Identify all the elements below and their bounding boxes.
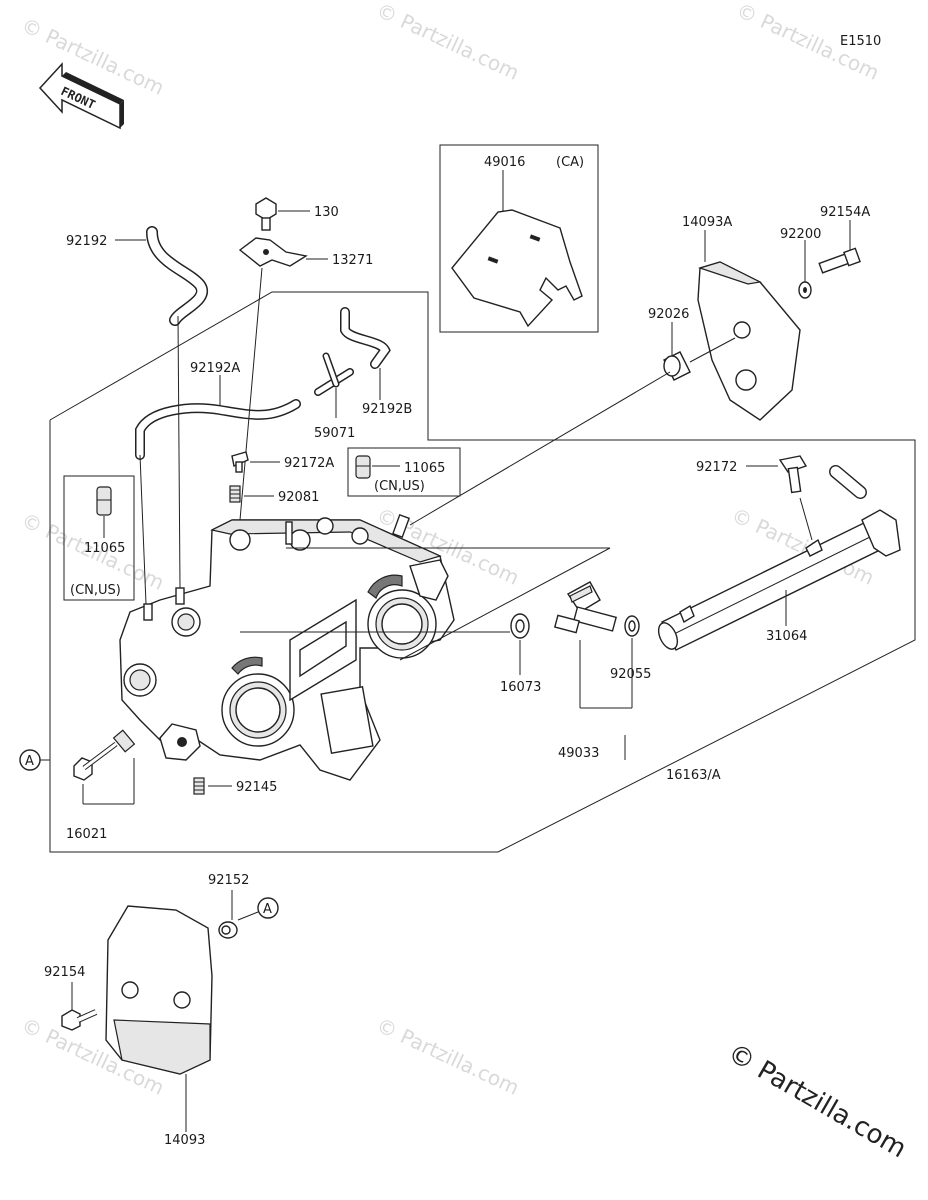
washer-92200 (798, 240, 812, 299)
grommet-92152 (218, 890, 238, 939)
cap-11065-box-left (63, 475, 135, 601)
label-16163A: 16163/A (666, 768, 721, 783)
svg-text:A: A (263, 902, 272, 917)
label-11065-left: 11065 (84, 541, 125, 556)
alignment-lines (240, 547, 611, 661)
front-arrow-icon: FRONT (38, 62, 124, 130)
label-49033: 49033 (558, 746, 599, 761)
diagram-id: E1510 (840, 34, 881, 49)
ref-marker-a-left: A (19, 749, 41, 771)
cover-14093A (697, 230, 801, 421)
label-92026: 92026 (648, 307, 689, 322)
bolt-92154 (61, 982, 98, 1031)
hose-92192B (340, 307, 391, 400)
label-92172A: 92172A (284, 456, 334, 471)
label-92192A: 92192A (190, 361, 240, 376)
label-92154: 92154 (44, 965, 85, 980)
ref-marker-a-bottom: A (237, 897, 279, 921)
label-13271: 13271 (332, 253, 373, 268)
oring-16073 (510, 613, 530, 675)
copyright-text: © Partzilla.com (723, 1038, 912, 1164)
label-92055: 92055 (610, 667, 651, 682)
label-92152: 92152 (208, 873, 249, 888)
spring-92145 (193, 777, 232, 795)
label-92145: 92145 (236, 780, 277, 795)
watermark: © Partzilla.com (373, 1013, 523, 1100)
throttle-body-assembly (119, 315, 455, 781)
label-16021: 16021 (66, 827, 107, 842)
spring-92081 (229, 485, 274, 503)
bracket-49016-box (439, 144, 599, 333)
plate-13271 (238, 237, 328, 521)
bolt-130 (255, 197, 310, 231)
label-92200: 92200 (780, 227, 821, 242)
ring-92055 (624, 615, 640, 708)
tee-joint-59071 (314, 352, 354, 418)
bolt-92172 (746, 455, 808, 494)
label-92081: 92081 (278, 490, 319, 505)
injector-49033 (553, 581, 632, 709)
cover-14093 (105, 905, 213, 1132)
label-ca: (CA) (556, 155, 584, 170)
label-130: 130 (314, 205, 339, 220)
cap-11065-box-right (347, 447, 461, 497)
hose-92192 (115, 226, 208, 326)
label-14093A: 14093A (682, 215, 732, 230)
label-14093: 14093 (164, 1133, 205, 1148)
hose-92192A (135, 375, 301, 460)
label-16073: 16073 (500, 680, 541, 695)
label-cnus-right: (CN,US) (374, 479, 425, 494)
label-92192B: 92192B (362, 402, 412, 417)
label-59071: 59071 (314, 426, 355, 441)
label-cnus-left: (CN,US) (70, 583, 121, 598)
svg-text:A: A (25, 754, 34, 769)
watermark: © Partzilla.com (373, 0, 523, 85)
label-92192: 92192 (66, 234, 107, 249)
screw-92172A (231, 451, 280, 473)
label-92172: 92172 (696, 460, 737, 475)
label-92154A: 92154A (820, 205, 870, 220)
label-31064: 31064 (766, 629, 807, 644)
label-49016: 49016 (484, 155, 525, 170)
part-labels: 130 13271 92192 92192A 92192B 59071 4901… (44, 155, 870, 1148)
fuel-rail-31064 (657, 465, 901, 651)
bolt-92154A (818, 220, 861, 274)
screw-16021 (73, 729, 136, 805)
collar-92026 (409, 322, 736, 526)
label-11065-right: 11065 (404, 461, 445, 476)
